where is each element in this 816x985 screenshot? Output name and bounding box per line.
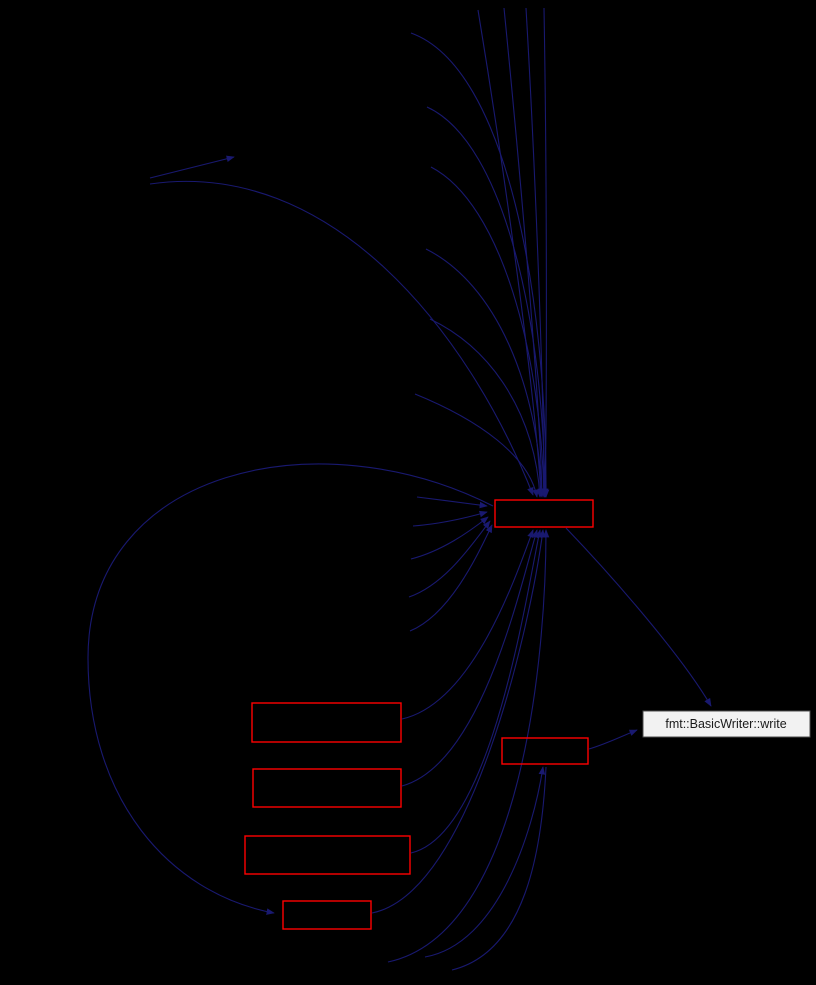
edge-group — [87, 7, 712, 971]
edge-box-a-to-hub — [401, 529, 534, 720]
node-write-label: fmt::BasicWriter::write — [665, 717, 786, 731]
edge-box-b-to-hub — [401, 529, 539, 787]
edge-hub-to-write — [565, 527, 712, 707]
edge-left-4 — [408, 520, 491, 598]
edge-left-1 — [416, 496, 488, 509]
edge-left-5 — [409, 524, 493, 632]
edge-box-e-to-write — [588, 729, 638, 750]
edge-hub-loop-to-box-d — [87, 463, 494, 915]
edge-box-c-to-hub — [410, 529, 542, 854]
edge-top-vert-4 — [541, 7, 549, 497]
edge-bottom-to-box-e-2 — [451, 766, 547, 971]
edge-top-fan-3 — [430, 166, 548, 498]
node-group — [244, 499, 594, 930]
node-box-a[interactable] — [251, 702, 402, 743]
node-write[interactable]: fmt::BasicWriter::write — [642, 710, 811, 738]
edge-left-3 — [410, 516, 489, 560]
edge-top-fan-6 — [414, 393, 539, 498]
edge-top-fan-4 — [425, 248, 546, 498]
edge-topleft-stub — [149, 155, 235, 179]
node-write-rect[interactable] — [642, 710, 811, 738]
edge-bottom-to-hub — [387, 529, 550, 963]
edge-top-fan-1 — [410, 32, 550, 498]
node-hub[interactable] — [494, 499, 594, 528]
edge-top-vert-3 — [525, 7, 548, 497]
edge-bottom-to-box-e-1 — [424, 766, 546, 958]
edge-top-fan-5 — [429, 318, 543, 498]
node-box-e[interactable] — [501, 737, 589, 765]
edge-top-fan-2 — [426, 106, 549, 498]
edge-left-2 — [412, 510, 488, 527]
edge-top-vert-2 — [503, 7, 546, 497]
edge-box-d-to-hub — [371, 529, 546, 914]
edge-left-long — [149, 180, 534, 496]
node-box-c[interactable] — [244, 835, 411, 875]
node-box-d[interactable] — [282, 900, 372, 930]
edge-top-vert-1 — [477, 9, 544, 497]
node-box-b[interactable] — [252, 768, 402, 808]
